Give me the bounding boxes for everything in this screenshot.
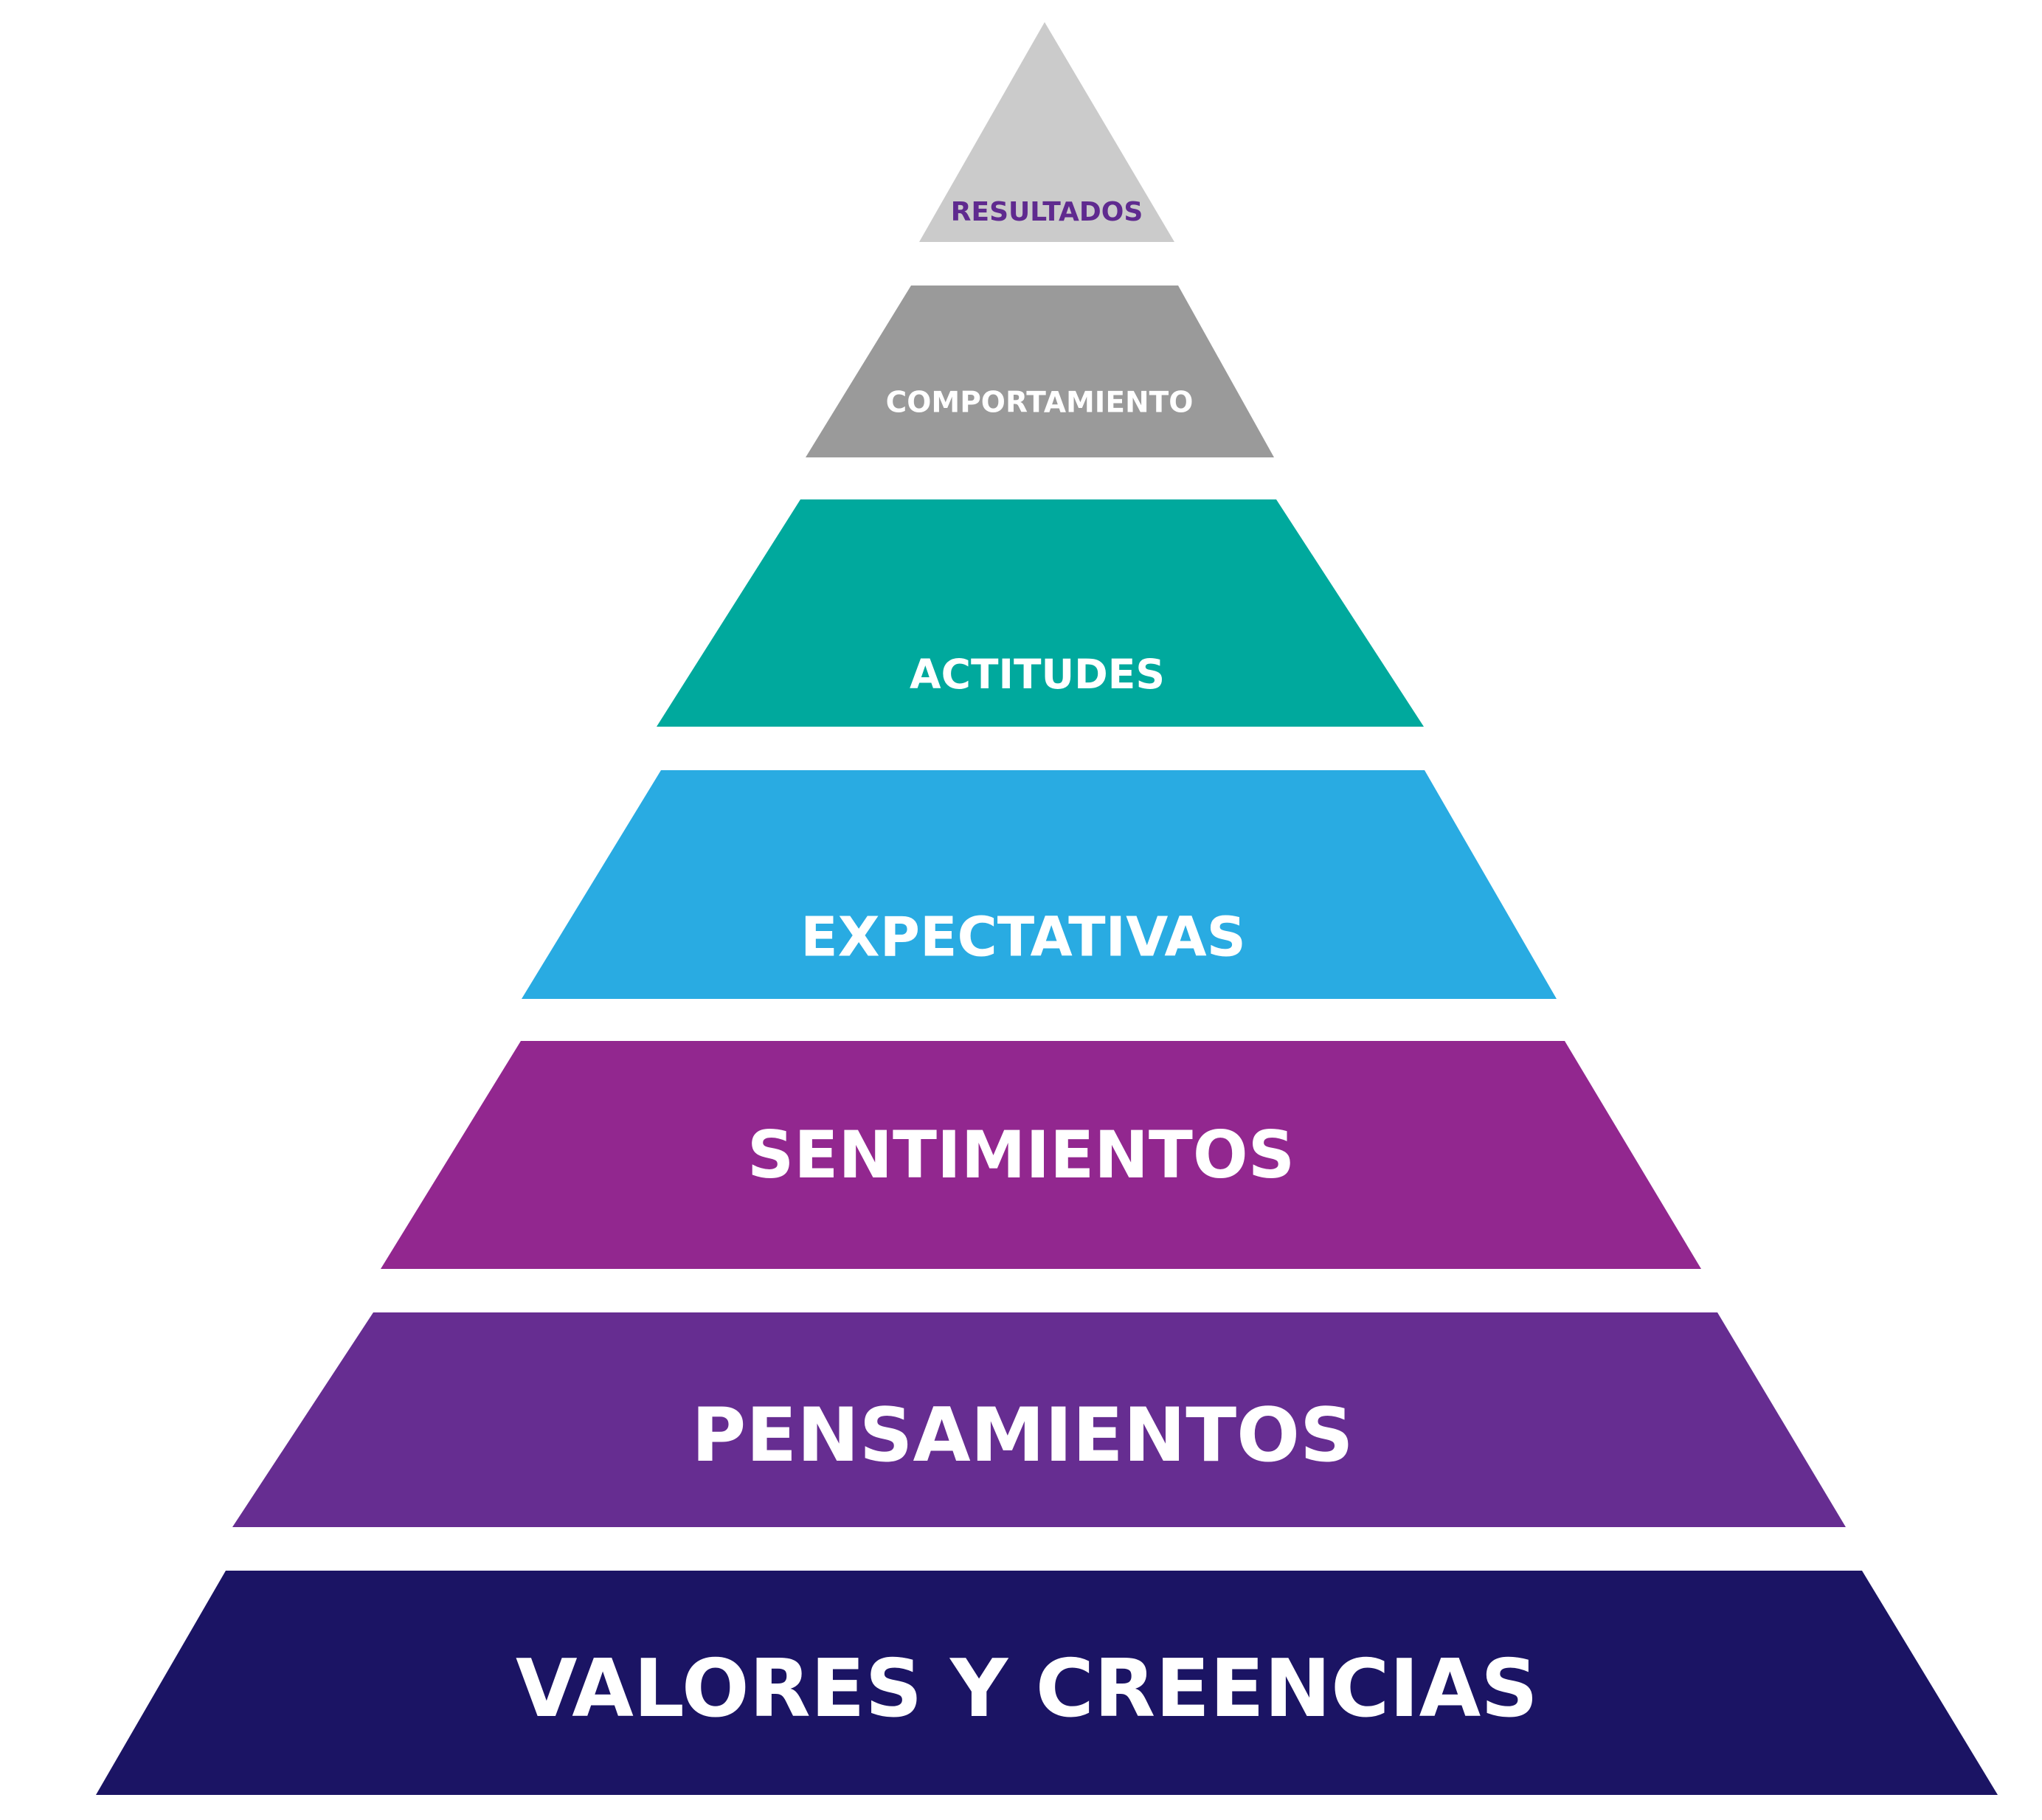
level-label-comportamiento: COMPORTAMIENTO [886,387,1194,420]
level-shape-expectativas [522,770,1557,999]
level-label-expectativas: EXPECTATIVAS [800,906,1246,969]
pyramid-level-expectativas: EXPECTATIVAS [522,770,1557,999]
level-label-resultados: RESULTADOS [951,197,1143,227]
level-shape-valores-y-creencias [96,1571,1998,1795]
level-label-valores-y-creencias: VALORES Y CREENCIAS [516,1643,1538,1735]
level-label-sentimientos: SENTIMIENTOS [747,1117,1295,1193]
level-label-actitudes: ACTITUDES [910,651,1165,698]
level-label-pensamientos: PENSAMIENTOS [691,1391,1354,1478]
level-shape-comportamiento [806,286,1274,457]
pyramid-level-sentimientos: SENTIMIENTOS [381,1041,1701,1269]
pyramid-level-comportamiento: COMPORTAMIENTO [806,286,1274,457]
level-shape-actitudes [657,499,1424,727]
pyramid-level-resultados: RESULTADOS [919,22,1174,242]
pyramid-level-actitudes: ACTITUDES [657,499,1424,727]
pyramid-level-valores-y-creencias: VALORES Y CREENCIAS [96,1571,1998,1795]
level-shape-sentimientos [381,1041,1701,1269]
level-shape-resultados [919,22,1174,242]
pyramid-level-pensamientos: PENSAMIENTOS [232,1312,1846,1527]
level-shape-pensamientos [232,1312,1846,1527]
